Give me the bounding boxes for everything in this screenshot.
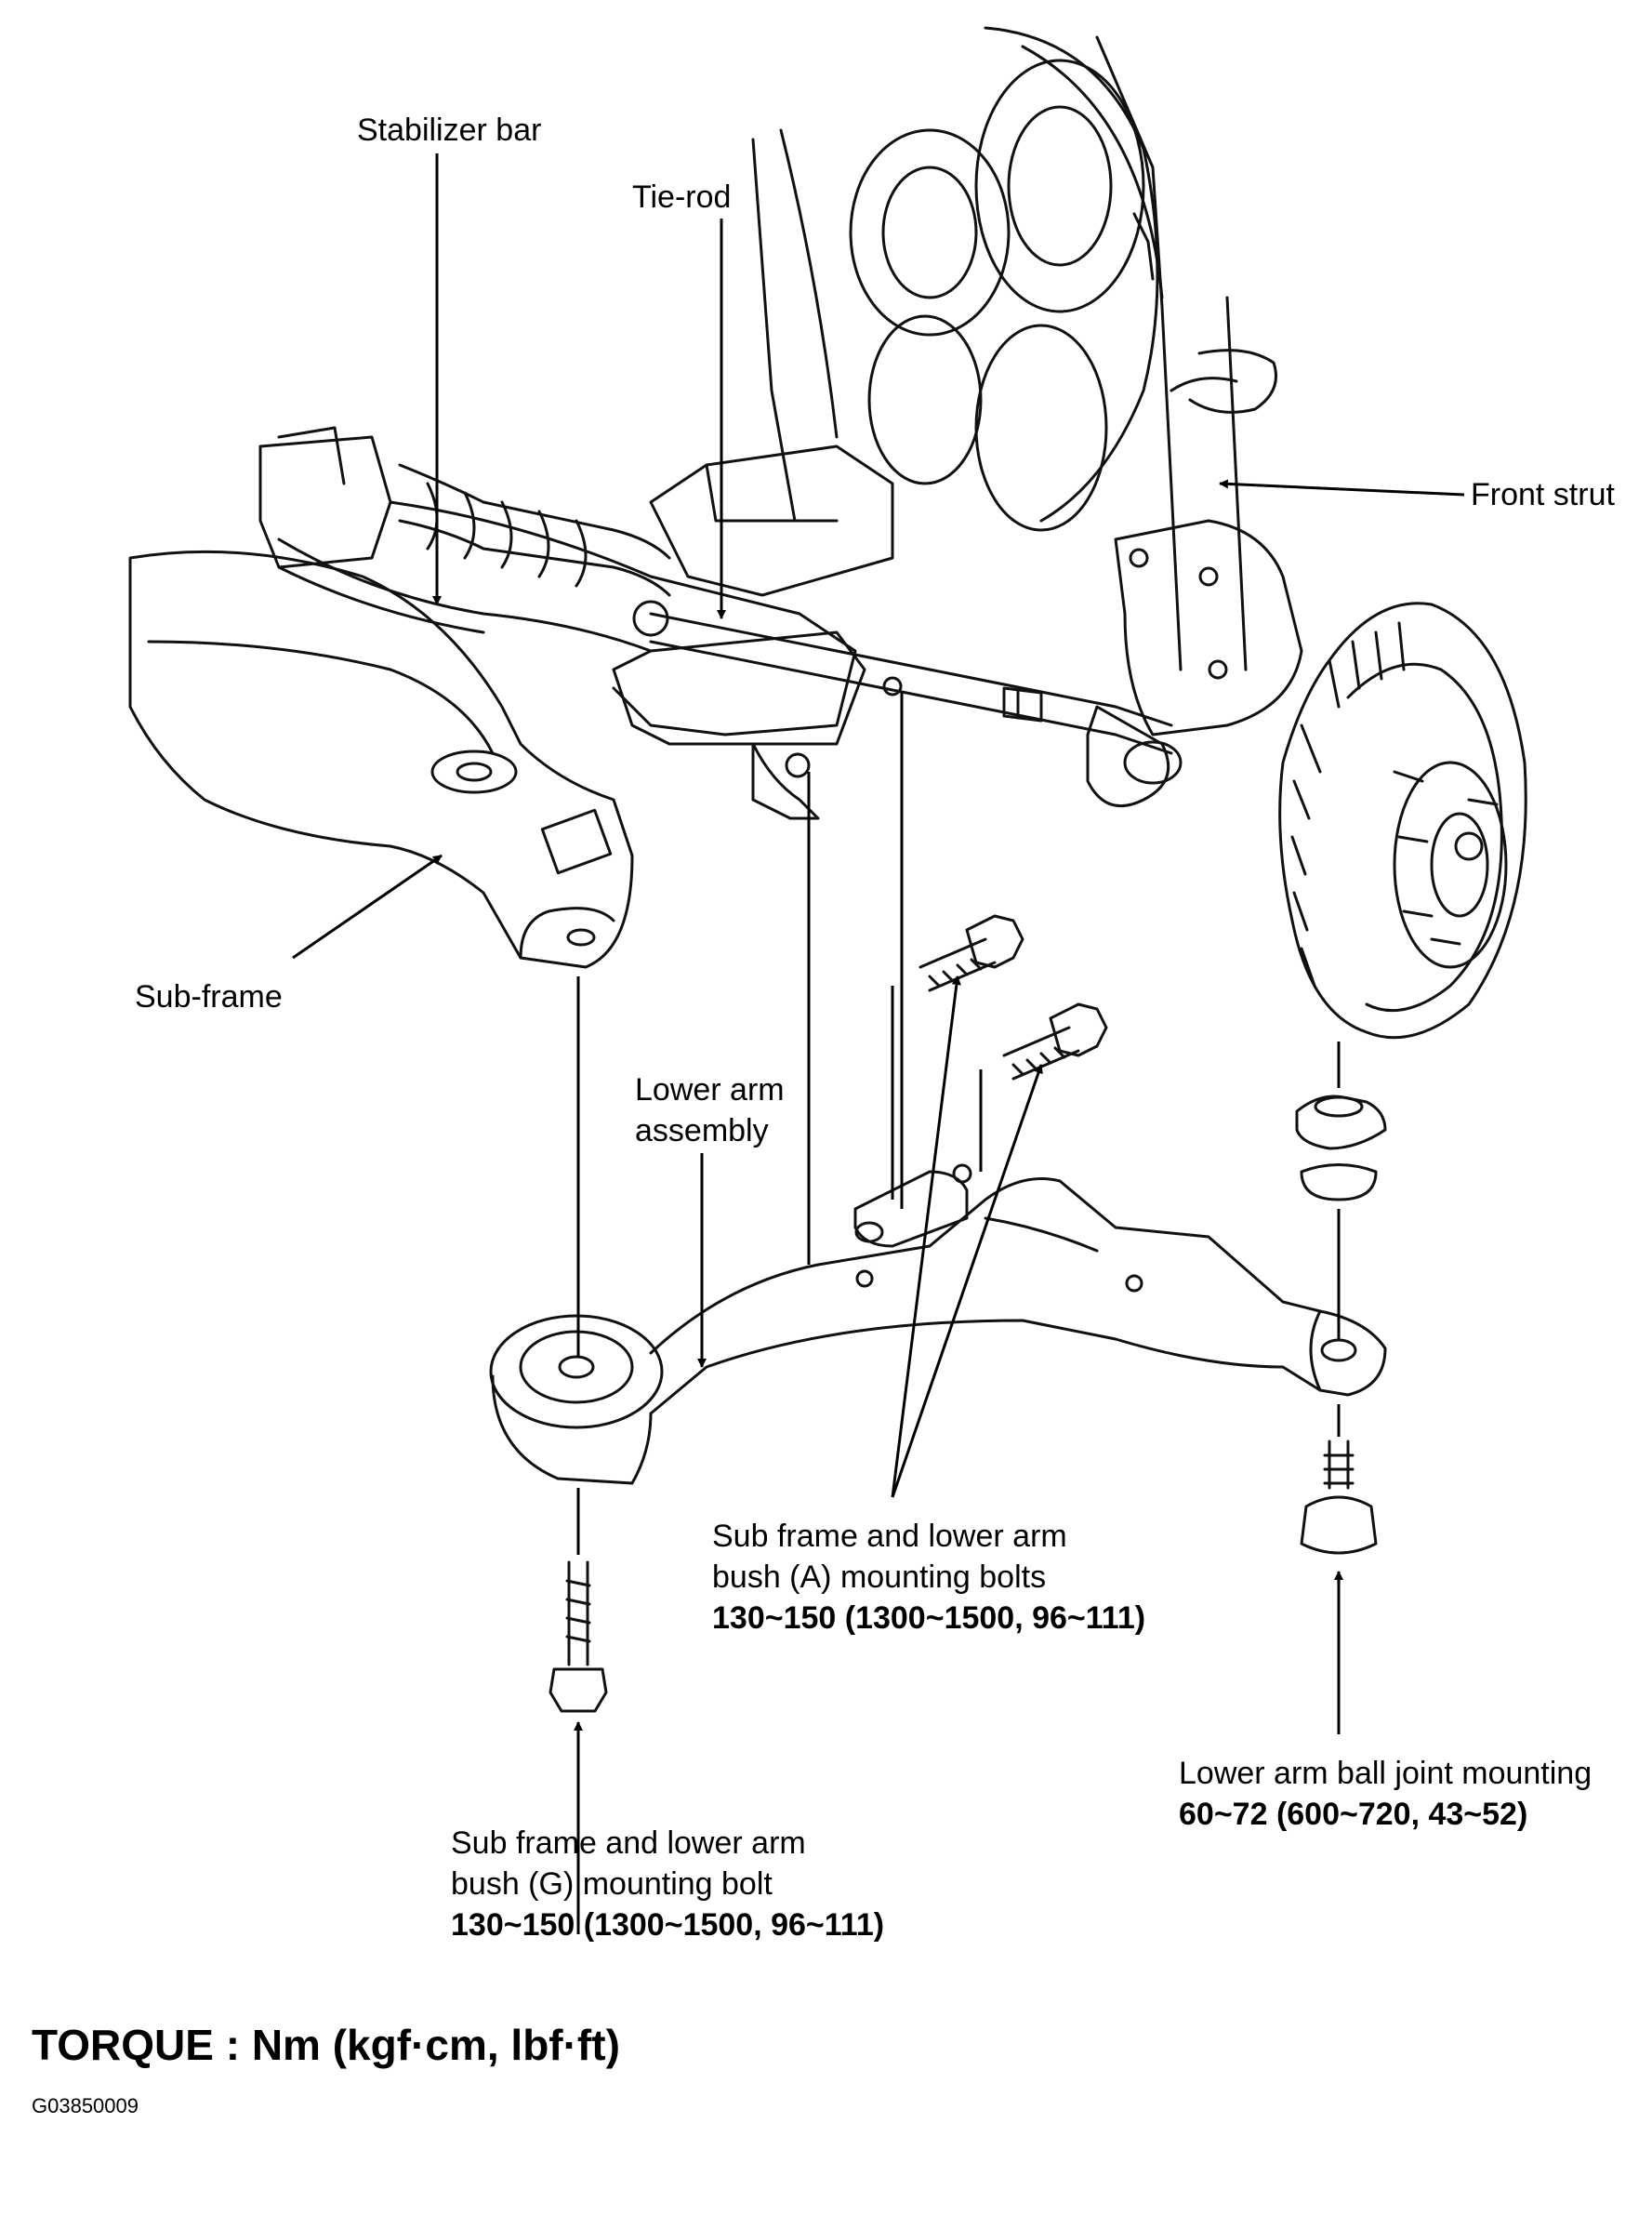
bush-g-line-1: Sub frame and lower arm — [451, 1825, 806, 1861]
lower-arm-assembly-label: Lower arm assembly — [635, 1069, 785, 1151]
bush-a-callout: Sub frame and lower arm bush (A) mountin… — [712, 1516, 1145, 1639]
bush-g-torque: 130~150 (1300~1500, 96~111) — [451, 1907, 885, 1943]
engine-outline — [751, 26, 1164, 532]
ball-joint-torque: 60~72 (600~720, 43~52) — [1179, 1797, 1528, 1832]
bush-a-leader-1 — [891, 975, 961, 1498]
stabilizer-bar-label: Stabilizer bar — [357, 113, 542, 148]
lower-arm-assembly-line-1: Lower arm — [635, 1072, 785, 1108]
bush-a-line-2: bush (A) mounting bolts — [712, 1559, 1047, 1595]
tie-rod-label: Tie-rod — [632, 179, 732, 215]
bush-g-line-2: bush (G) mounting bolt — [451, 1866, 773, 1902]
bush-a-leader-2 — [891, 1064, 1043, 1498]
front-strut-label: Front strut — [1471, 477, 1615, 512]
front-strut-shape — [1086, 296, 1303, 808]
bush-g-bolt — [548, 1560, 608, 1713]
sub-frame-shape — [128, 426, 857, 969]
sub-frame-leader — [292, 854, 443, 960]
ball-joint-callout: Lower arm ball joint mounting 60~72 (600… — [1179, 1753, 1592, 1835]
bush-a-torque: 130~150 (1300~1500, 96~111) — [712, 1600, 1146, 1636]
brake-disc-shape — [1278, 602, 1527, 1040]
ball-joint-parts — [1295, 1095, 1387, 1555]
sub-frame-label: Sub-frame — [135, 979, 283, 1015]
bush-a-line-1: Sub frame and lower arm — [712, 1519, 1067, 1554]
lower-arm-assembly-line-2: assembly — [635, 1113, 769, 1148]
lower-arm-shape — [489, 1163, 1387, 1485]
stabilizer-bar-shape — [277, 537, 653, 653]
figure-code: G03850009 — [32, 2094, 139, 2117]
front-strut-leader — [1219, 479, 1465, 497]
torque-units-heading: TORQUE : Nm (kgf·cm, lbf·ft) — [32, 2021, 620, 2069]
ball-joint-line-1: Lower arm ball joint mounting — [1179, 1756, 1593, 1791]
bush-g-callout: Sub frame and lower arm bush (G) mountin… — [451, 1823, 884, 1945]
bush-a-bolts — [919, 914, 1108, 1081]
crossmember-shape — [612, 445, 894, 820]
